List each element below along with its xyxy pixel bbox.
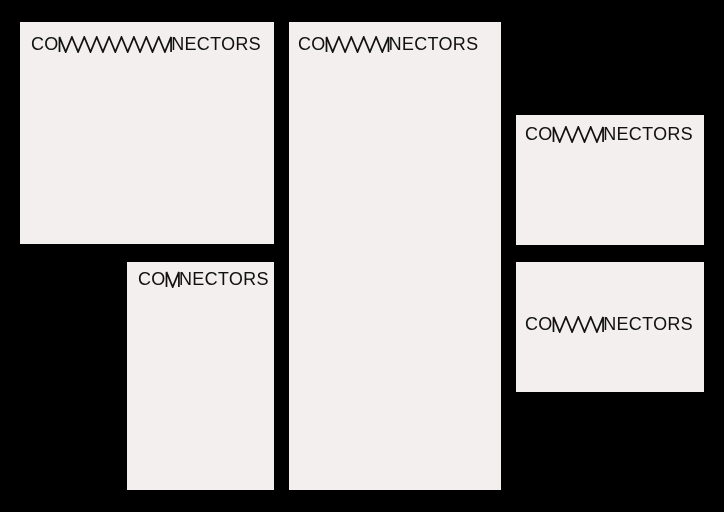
wordmark-prefix: CO — [525, 314, 553, 334]
connectors-card-small-tall: CO NECTORS — [127, 262, 274, 490]
connectors-wordmark: CO NECTORS — [298, 35, 478, 53]
wordmark-suffix: NECTORS — [171, 34, 261, 54]
wordmark-suffix: NECTORS — [603, 124, 693, 144]
zigzag-n-icon — [552, 315, 604, 333]
connectors-wordmark: CO NECTORS — [31, 35, 261, 53]
zigzag-n-icon — [552, 125, 604, 143]
zigzag-n-icon — [325, 35, 389, 53]
connectors-card-tall: CO NECTORS — [289, 22, 501, 490]
wordmark-prefix: CO — [138, 269, 166, 289]
zigzag-stroke — [58, 35, 172, 53]
wordmark-prefix: CO — [525, 124, 553, 144]
zigzag-stroke — [165, 271, 180, 288]
wordmark-prefix: CO — [298, 34, 326, 54]
zigzag-n-icon — [58, 35, 172, 53]
zigzag-n-icon — [165, 271, 180, 288]
connectors-card-large: CO NECTORS — [20, 22, 274, 244]
connectors-wordmark: CO NECTORS — [138, 270, 269, 288]
connectors-wordmark: CO NECTORS — [525, 125, 693, 143]
connectors-card-right-top: CO NECTORS — [516, 115, 704, 245]
connectors-wordmark: CO NECTORS — [525, 315, 693, 333]
wordmark-suffix: NECTORS — [179, 269, 269, 289]
zigzag-stroke — [552, 125, 604, 143]
zigzag-stroke — [325, 35, 389, 53]
wordmark-suffix: NECTORS — [603, 314, 693, 334]
connectors-card-right-bottom: CO NECTORS — [516, 262, 704, 392]
zigzag-stroke — [552, 315, 604, 333]
wordmark-suffix: NECTORS — [388, 34, 479, 54]
wordmark-prefix: CO — [31, 34, 59, 54]
